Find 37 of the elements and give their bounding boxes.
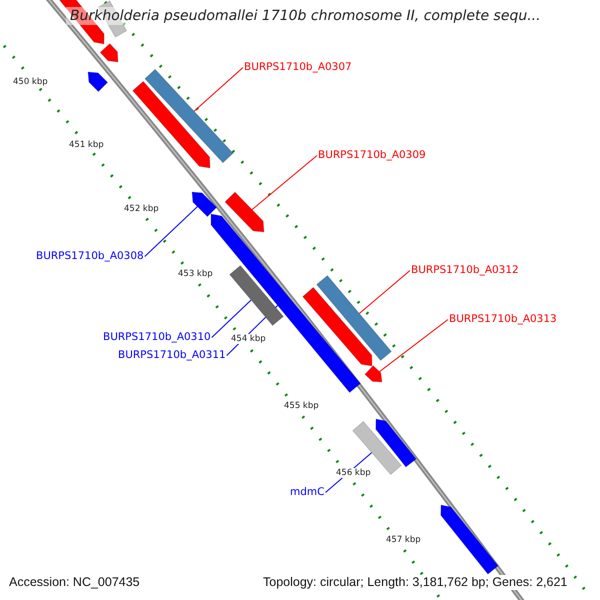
leader-line <box>144 206 198 257</box>
leader-line <box>194 67 244 112</box>
gene-label: BURPS1710b_A0310 <box>103 331 211 344</box>
gene-feature <box>224 192 264 232</box>
scale-label: 453 kbp <box>178 269 213 279</box>
leader-line <box>252 155 318 210</box>
gene-feature <box>352 420 402 476</box>
gene-feature <box>302 286 372 366</box>
leader-line <box>211 300 252 338</box>
gene-feature <box>144 68 234 164</box>
gene-feature <box>100 43 118 62</box>
gene-feature <box>316 274 392 362</box>
leader-line <box>379 319 448 372</box>
gene-feature <box>229 264 284 326</box>
scale-label: 457 kbp <box>386 535 421 545</box>
footer-text: Accession: NC_007435 <box>9 575 140 590</box>
scale-label: 455 kbp <box>284 401 319 411</box>
gene-label: BURPS1710b_A0307 <box>244 61 352 74</box>
leader-line <box>358 270 410 314</box>
scale-label: 456 kbp <box>336 468 371 478</box>
gene-label: BURPS1710b_A0308 <box>36 250 144 263</box>
gene-label: BURPS1710b_A0309 <box>318 149 426 162</box>
footer-text: Topology: circular; Length: 3,181,762 bp; Genes: 2,621 <box>263 575 568 590</box>
scale-label: 450 kbp <box>13 77 48 87</box>
gene-label: BURPS1710b_A0312 <box>411 264 519 277</box>
gene-feature <box>88 72 108 92</box>
gene-label: mdmC <box>290 486 324 499</box>
scale-label: 452 kbp <box>124 204 159 214</box>
gene-feature <box>364 365 382 382</box>
gene-feature <box>132 80 210 168</box>
gene-label: BURPS1710b_A0311 <box>118 349 226 362</box>
scale-label: 451 kbp <box>69 140 104 150</box>
scale-label: 454 kbp <box>231 334 266 344</box>
gene-feature <box>440 504 499 575</box>
gene-label: BURPS1710b_A0313 <box>449 313 557 326</box>
gene-feature <box>375 418 417 468</box>
gene-feature <box>192 192 218 218</box>
